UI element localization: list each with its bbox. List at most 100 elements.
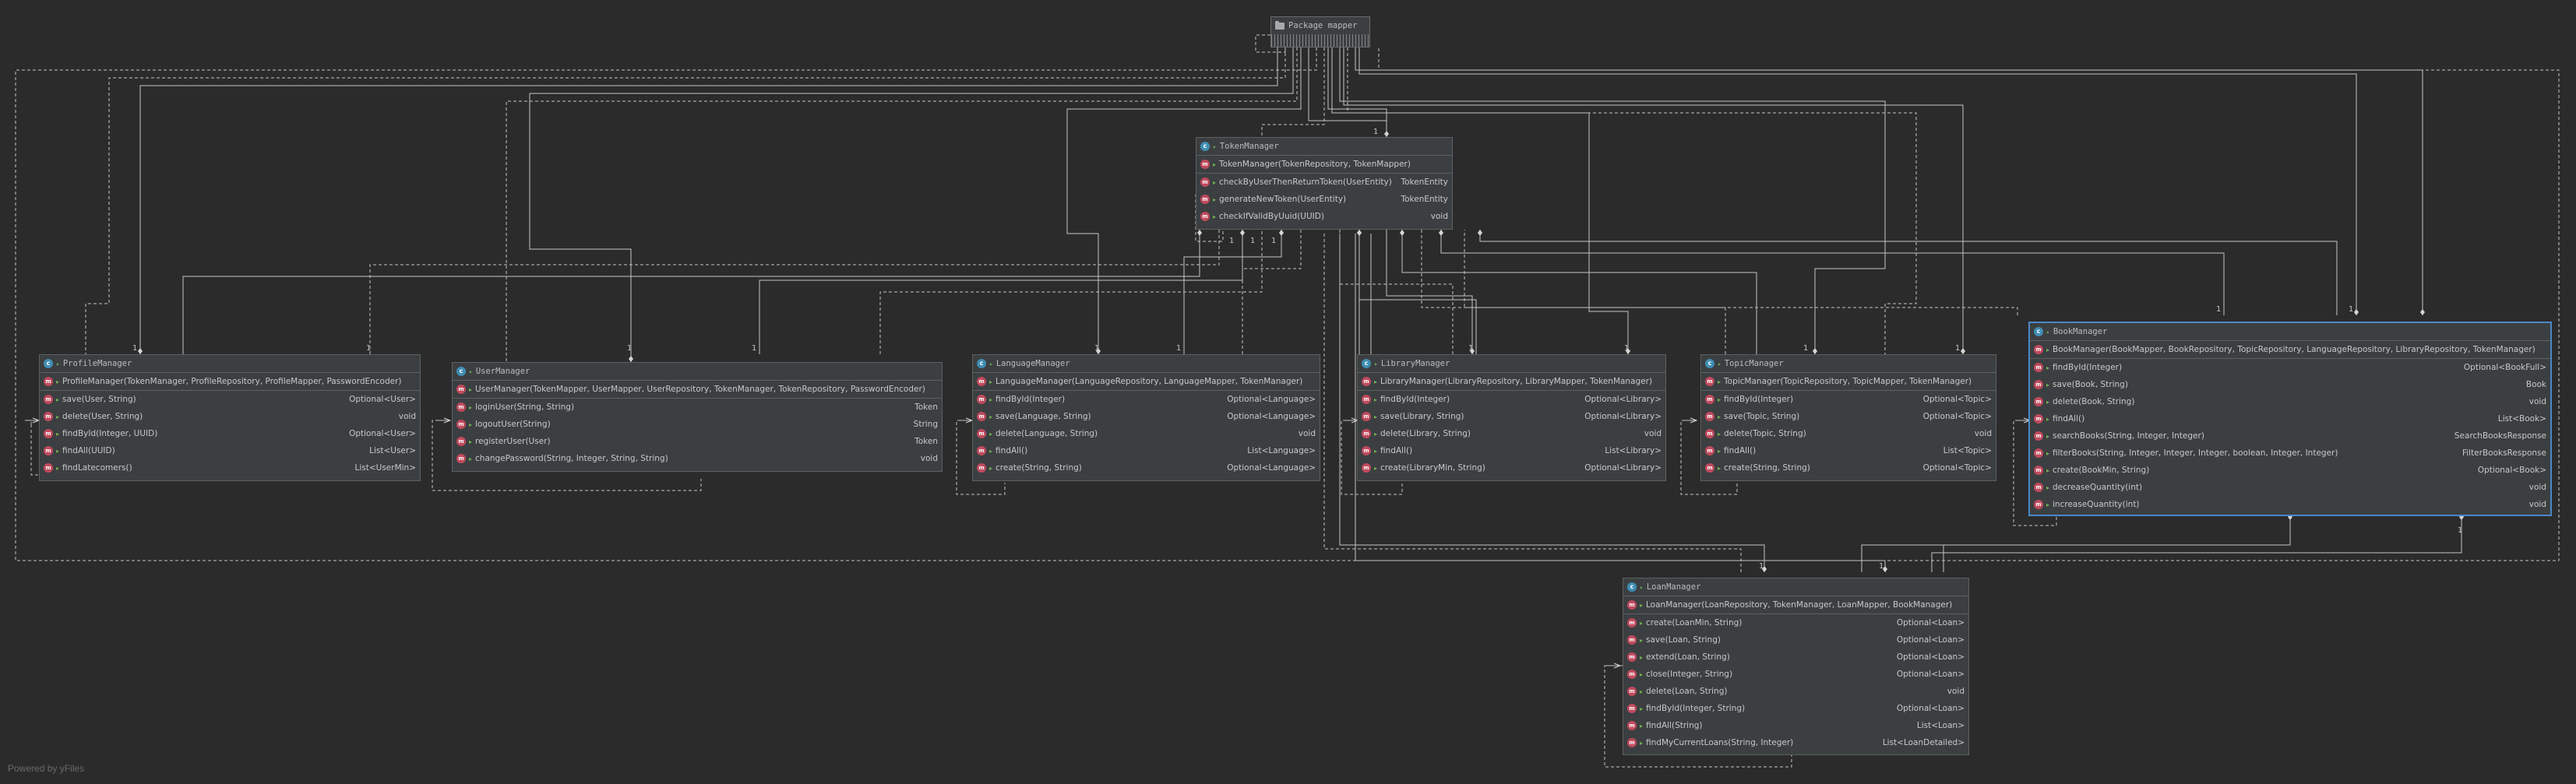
method-row[interactable]: m▸close(Integer, String)Optional<Loan> xyxy=(1623,666,1968,683)
method-signature: searchBooks(String, Integer, Integer) xyxy=(2053,431,2204,441)
method-icon: m xyxy=(1705,429,1714,438)
method-signature: extend(Loan, String) xyxy=(1646,652,1730,662)
method-signature: decreaseQuantity(int) xyxy=(2053,483,2143,492)
method-row[interactable]: m▸findAll()List<Topic> xyxy=(1701,442,1996,459)
public-icon: ▸ xyxy=(1640,705,1644,712)
method-row[interactable]: m▸create(LibraryMin, String)Optional<Lib… xyxy=(1358,459,1665,476)
package-node-mapper[interactable]: Package mapper xyxy=(1270,16,1370,47)
method-row[interactable]: m▸delete(Book, String)void xyxy=(2030,393,2550,410)
method-row[interactable]: m▸findById(Integer)Optional<Topic> xyxy=(1701,391,1996,408)
method-row[interactable]: m▸increaseQuantity(int)void xyxy=(2030,496,2550,513)
method-row[interactable]: m▸delete(Topic, String)void xyxy=(1701,425,1996,442)
method-row[interactable]: m▸checkByUserThenReturnToken(UserEntity)… xyxy=(1196,174,1452,191)
method-signature: increaseQuantity(int) xyxy=(2053,500,2140,509)
method-row[interactable]: m▸create(BookMin, String)Optional<Book> xyxy=(2030,462,2550,479)
svg-text:1: 1 xyxy=(366,344,371,353)
method-signature: checkIfValidByUuid(UUID) xyxy=(1219,212,1324,221)
class-header: c▸LanguageManager xyxy=(973,355,1320,373)
method-row[interactable]: m▸findAll(UUID)List<User> xyxy=(40,442,420,459)
svg-text:1: 1 xyxy=(1879,562,1884,571)
return-type: Optional<Language> xyxy=(1227,412,1316,421)
method-row[interactable]: m▸findById(Integer, UUID)Optional<User> xyxy=(40,425,420,442)
constructor-row[interactable]: m▸TopicManager(TopicRepository, TopicMap… xyxy=(1701,373,1996,391)
method-row[interactable]: m▸registerUser(User)Token xyxy=(453,433,942,450)
method-row[interactable]: m▸findById(Integer)Optional<Language> xyxy=(973,391,1320,408)
public-icon: ▸ xyxy=(56,396,60,403)
method-row[interactable]: m▸findById(Integer)Optional<BookFull> xyxy=(2030,359,2550,376)
method-row[interactable]: m▸save(Loan, String)Optional<Loan> xyxy=(1623,631,1968,649)
method-row[interactable]: m▸save(Language, String)Optional<Languag… xyxy=(973,408,1320,425)
method-icon: m xyxy=(1362,395,1371,404)
method-row[interactable]: m▸create(String, String)Optional<Topic> xyxy=(1701,459,1996,476)
method-icon: m xyxy=(1627,618,1637,628)
class-header: c▸LibraryManager xyxy=(1358,355,1665,373)
method-row[interactable]: m▸create(String, String)Optional<Languag… xyxy=(973,459,1320,476)
method-row[interactable]: m▸findMyCurrentLoans(String, Integer)Lis… xyxy=(1623,734,1968,751)
method-row[interactable]: m▸loginUser(String, String)Token xyxy=(453,399,942,416)
method-row[interactable]: m▸save(Library, String)Optional<Library> xyxy=(1358,408,1665,425)
method-icon: m xyxy=(2034,448,2043,458)
method-row[interactable]: m▸findAll()List<Library> xyxy=(1358,442,1665,459)
return-type: Optional<Topic> xyxy=(1922,463,1992,473)
method-row[interactable]: m▸delete(User, String)void xyxy=(40,408,420,425)
method-row[interactable]: m▸extend(Loan, String)Optional<Loan> xyxy=(1623,649,1968,666)
method-row[interactable]: m▸findAll()List<Book> xyxy=(2030,410,2550,427)
method-row[interactable]: m▸findAll(String)List<Loan> xyxy=(1623,717,1968,734)
return-type: List<Topic> xyxy=(1943,446,1992,455)
public-icon: ▸ xyxy=(2046,466,2050,474)
method-signature: findAll() xyxy=(1380,446,1413,455)
method-signature: loginUser(String, String) xyxy=(475,403,575,412)
method-row[interactable]: m▸findById(Integer, String)Optional<Loan… xyxy=(1623,700,1968,717)
method-row[interactable]: m▸decreaseQuantity(int)void xyxy=(2030,479,2550,496)
public-icon: ▸ xyxy=(1640,636,1644,644)
constructor-row[interactable]: m▸TokenManager(TokenRepository, TokenMap… xyxy=(1196,156,1452,174)
method-row[interactable]: m▸delete(Language, String)void xyxy=(973,425,1320,442)
method-row[interactable]: m▸changePassword(String, Integer, String… xyxy=(453,450,942,467)
method-row[interactable]: m▸findLatecomers()List<UserMin> xyxy=(40,459,420,476)
method-row[interactable]: m▸delete(Loan, String)void xyxy=(1623,683,1968,700)
method-row[interactable]: m▸create(LoanMin, String)Optional<Loan> xyxy=(1623,614,1968,631)
constructor-row[interactable]: m▸LoanManager(LoanRepository, TokenManag… xyxy=(1623,596,1968,614)
method-icon: m xyxy=(44,446,53,455)
method-row[interactable]: m▸logoutUser(String)String xyxy=(453,416,942,433)
method-row[interactable]: m▸delete(Library, String)void xyxy=(1358,425,1665,442)
public-icon: ▸ xyxy=(1374,396,1378,403)
method-row[interactable]: m▸save(User, String)Optional<User> xyxy=(40,391,420,408)
method-row[interactable]: m▸save(Book, String)Book xyxy=(2030,376,2550,393)
method-icon: m xyxy=(44,377,53,386)
method-icon: m xyxy=(1705,395,1714,404)
method-row[interactable]: m▸generateNewToken(UserEntity)TokenEntit… xyxy=(1196,191,1452,208)
method-icon: m xyxy=(1627,652,1637,662)
public-icon: ▸ xyxy=(1640,583,1644,591)
constructor-row[interactable]: m▸LanguageManager(LanguageRepository, La… xyxy=(973,373,1320,391)
return-type: List<User> xyxy=(369,446,416,455)
method-row[interactable]: m▸filterBooks(String, Integer, Integer, … xyxy=(2030,445,2550,462)
class-title: UserManager xyxy=(475,367,530,376)
constructor-row[interactable]: m▸UserManager(TokenMapper, UserMapper, U… xyxy=(453,381,942,399)
constructor-row[interactable]: m▸LibraryManager(LibraryRepository, Libr… xyxy=(1358,373,1665,391)
return-type: Token xyxy=(914,437,938,446)
class-header: c▸BookManager xyxy=(2030,323,2550,341)
method-signature: generateNewToken(UserEntity) xyxy=(1219,195,1347,204)
public-icon: ▸ xyxy=(989,430,993,438)
method-row[interactable]: m▸findById(Integer)Optional<Library> xyxy=(1358,391,1665,408)
public-icon: ▸ xyxy=(989,396,993,403)
public-icon: ▸ xyxy=(56,447,60,455)
return-type: Optional<BookFull> xyxy=(2463,363,2546,372)
constructor-row[interactable]: m▸BookManager(BookMapper, BookRepository… xyxy=(2030,341,2550,359)
method-row[interactable]: m▸save(Topic, String)Optional<Topic> xyxy=(1701,408,1996,425)
method-row[interactable]: m▸findAll()List<Language> xyxy=(973,442,1320,459)
method-row[interactable]: m▸searchBooks(String, Integer, Integer)S… xyxy=(2030,427,2550,445)
constructor-row[interactable]: m▸ProfileManager(TokenManager, ProfileRe… xyxy=(40,373,420,391)
class-icon: c xyxy=(1705,359,1714,368)
method-icon: m xyxy=(2034,363,2043,372)
method-row[interactable]: m▸checkIfValidByUuid(UUID)void xyxy=(1196,208,1452,225)
